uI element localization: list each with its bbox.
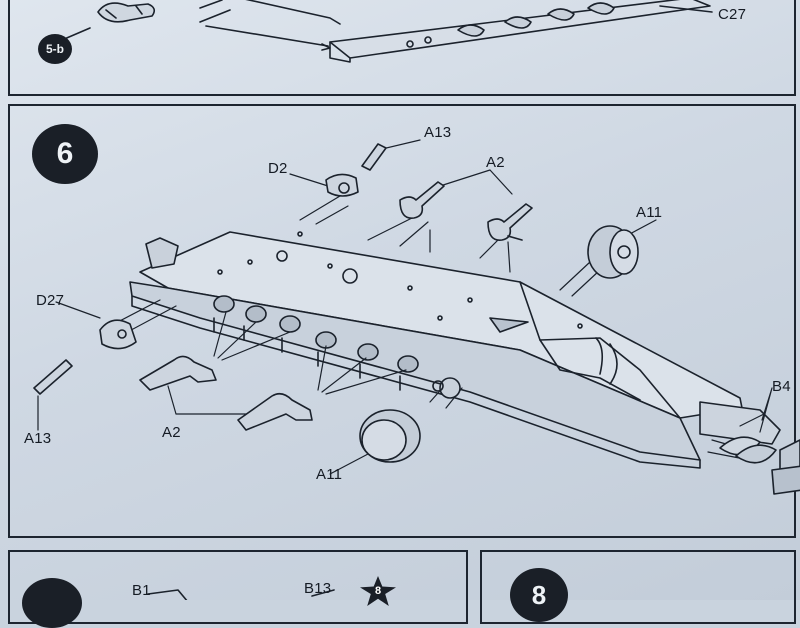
step-5b-badge: 5-b: [38, 34, 72, 64]
part-label-d2: D2: [268, 160, 288, 177]
top-bracket-part: [61, 2, 156, 41]
part-a11-bottom: [359, 377, 461, 463]
part-label-c27: C27: [718, 6, 747, 23]
part-label-a2-top: A2: [486, 154, 505, 171]
suspension-mounts: [213, 295, 419, 391]
part-a13-top: [361, 143, 387, 171]
part-d2: [325, 173, 359, 197]
part-a13-left: [33, 359, 73, 395]
step-7-badge: [22, 578, 82, 628]
part-a11-right: [587, 225, 639, 279]
part-label-a13-left: A13: [24, 430, 52, 447]
assembly-drawing: [33, 0, 800, 600]
part-a2-upper: [399, 181, 533, 241]
step-8-badge: 8: [510, 568, 568, 622]
step-6-badge: 6: [32, 124, 98, 184]
part-d27: [99, 319, 137, 350]
bottom-left-part-fragment: [147, 589, 335, 600]
part-label-b4: B4: [772, 378, 791, 395]
part-label-a2-bottom: A2: [162, 424, 181, 441]
hull-body: [129, 231, 800, 495]
part-label-a11-bottom: A11: [316, 466, 343, 483]
part-b4: [719, 436, 777, 464]
step-5-panel: [8, 0, 796, 96]
part-label-b1: B1: [132, 582, 151, 599]
part-label-a11-right: A11: [636, 204, 663, 221]
part-label-d27: D27: [36, 292, 65, 309]
part-label-b13: B13: [304, 580, 332, 597]
step-6-panel: [8, 104, 796, 538]
top-hull-fragment: [199, 0, 713, 63]
part-label-a13-top: A13: [424, 124, 452, 141]
part-a2-lower: [139, 355, 313, 431]
